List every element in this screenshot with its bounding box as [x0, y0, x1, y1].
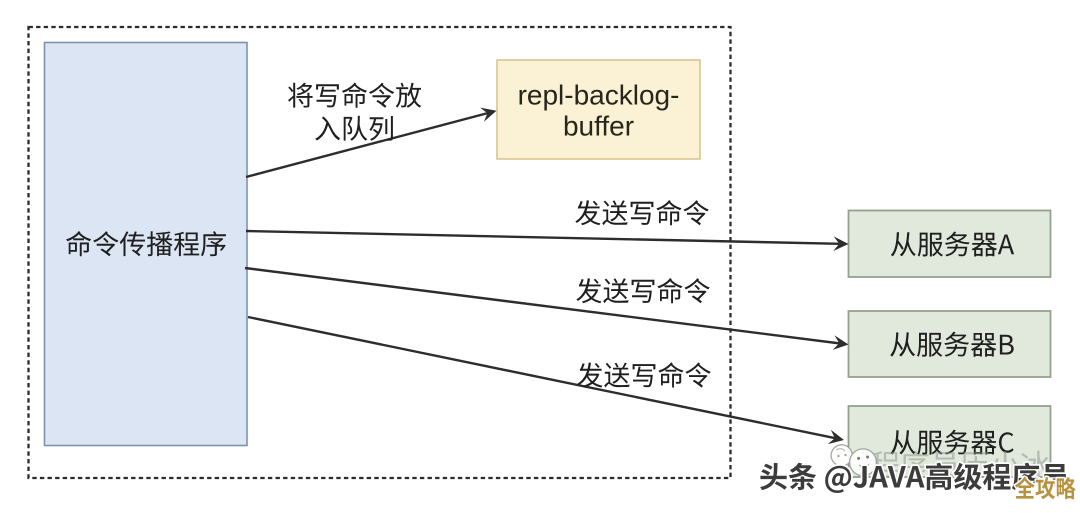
svg-text:buffer: buffer [563, 111, 634, 142]
svg-text:repl-backlog-: repl-backlog- [518, 80, 680, 111]
